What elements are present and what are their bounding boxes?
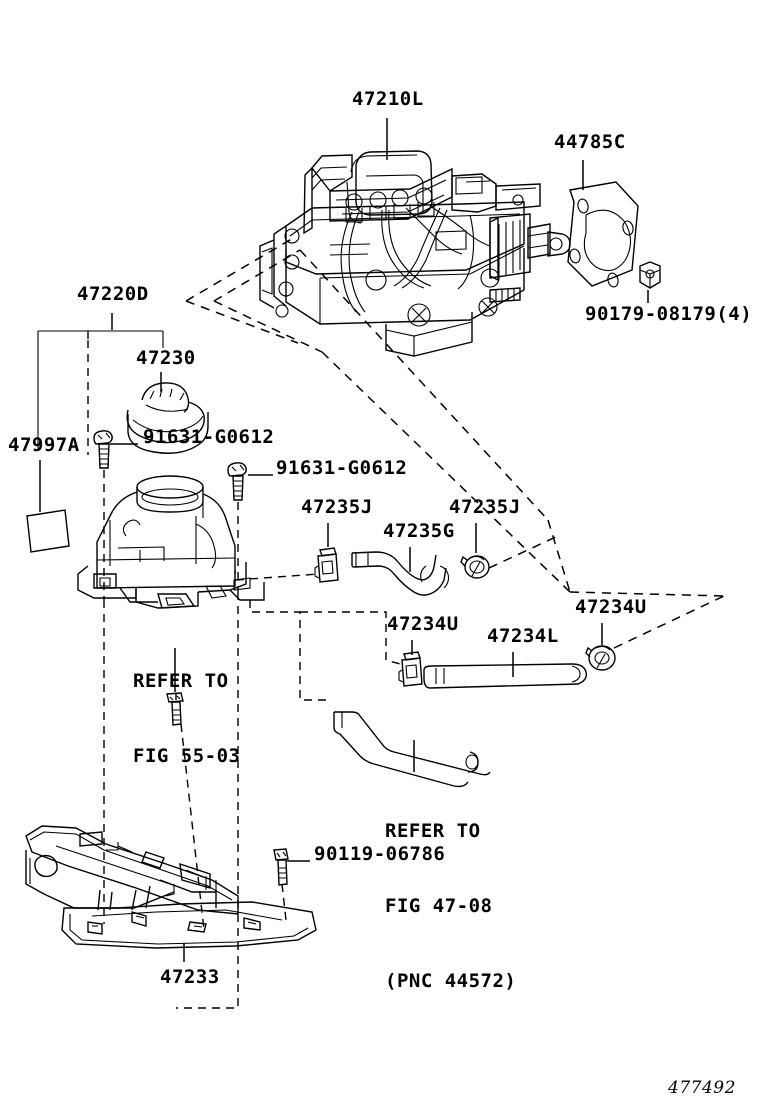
part-label-90119-06786: 90119-06786 <box>314 843 446 865</box>
part-label-44785C: 44785C <box>554 131 626 153</box>
part-label-47210L: 47210L <box>352 88 424 110</box>
part-47233-bracket <box>25 825 317 949</box>
part-90179-08179-nut <box>639 261 661 289</box>
part-47234L-hose <box>423 663 588 689</box>
part-91631-G0612-bolt-upper <box>93 430 113 469</box>
part-44785C-gasket <box>567 181 639 288</box>
note-line: (PNC 44572) <box>385 970 517 992</box>
part-label-47220D: 47220D <box>77 283 149 305</box>
part-47234U-clamp-right <box>585 645 616 671</box>
note-line: FIG 55-03 <box>133 745 241 767</box>
part-label-47230: 47230 <box>136 347 196 369</box>
part-47230-reservoir-cap <box>126 382 209 454</box>
part-label-90179-08179: 90179-08179(4) <box>585 303 753 325</box>
part-47235G-hose <box>351 551 450 596</box>
note-refer-fig-55-03: REFER TO FIG 55-03 <box>133 619 240 819</box>
part-label-47233: 47233 <box>160 966 220 988</box>
part-label-91631-G0612-lower: 91631-G0612 <box>276 457 408 479</box>
part-91631-G0612-bolt-lower <box>227 462 247 501</box>
part-label-47235J-left: 47235J <box>301 496 373 518</box>
part-47234U-clamp-left <box>398 651 423 687</box>
note-refer-fig-47-08: REFER TO FIG 47-08 (PNC 44572) <box>385 769 516 1044</box>
part-label-47235G: 47235G <box>383 520 455 542</box>
figure-number: 477492 <box>668 1078 736 1098</box>
part-label-47234U-right: 47234U <box>575 596 647 618</box>
note-line: REFER TO <box>133 670 229 692</box>
part-label-47235J-right: 47235J <box>449 496 521 518</box>
part-label-47234L: 47234L <box>487 625 559 647</box>
part-47220D-reservoir-tank <box>77 475 265 609</box>
part-label-47234U-left: 47234U <box>387 613 459 635</box>
note-line: REFER TO <box>385 820 481 842</box>
part-47210L-booster-assembly <box>259 150 571 357</box>
part-47997A-label-plate <box>26 509 70 553</box>
dashed-assembly-lines <box>87 236 725 1009</box>
part-label-91631-G0612-upper: 91631-G0612 <box>143 426 275 448</box>
part-47235J-clamp-left <box>314 547 339 583</box>
part-44572-hose <box>333 711 491 788</box>
note-line: FIG 47-08 <box>385 895 493 917</box>
assembly-bracket-47220D <box>37 330 164 450</box>
part-90119-06786-bolt <box>273 848 289 886</box>
part-label-47997A: 47997A <box>8 434 80 456</box>
part-47235J-clamp-right <box>460 555 490 579</box>
